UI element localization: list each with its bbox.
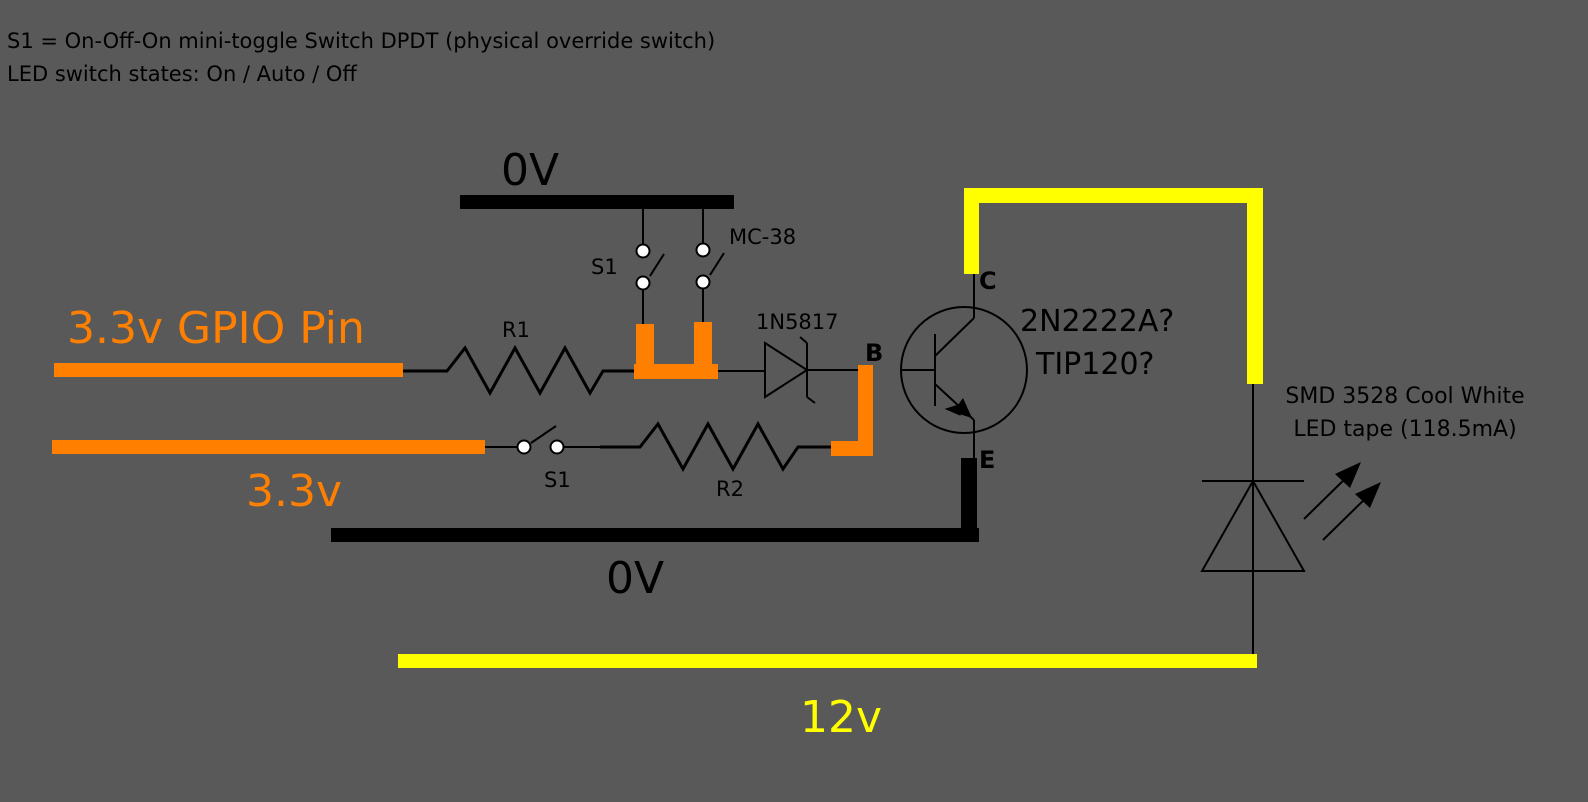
ground-rail-bottom (331, 528, 979, 542)
ground-rail-top (460, 195, 734, 209)
diode-1n5817 (718, 336, 858, 404)
emitter-ground-wire (961, 458, 977, 535)
base-connector (831, 365, 873, 456)
diode-label: 1N5817 (756, 310, 839, 334)
pin-b-label: B (865, 339, 883, 367)
supply-12v-wiring (398, 188, 1263, 668)
ground-top-label: 0V (501, 145, 559, 196)
led-label-1: SMD 3528 Cool White (1285, 384, 1524, 409)
switch-s1-upper (635, 209, 665, 324)
pin-c-label: C (979, 267, 997, 295)
ground-bottom-label: 0V (606, 553, 664, 604)
transistor-npn (900, 274, 1028, 458)
v33-rail (52, 440, 485, 454)
s1-lower-label: S1 (544, 468, 571, 492)
switch-mc38 (695, 209, 725, 322)
v33-label: 3.3v (246, 466, 342, 517)
pin-e-label: E (979, 446, 995, 474)
s1-upper-label: S1 (591, 255, 618, 279)
gpio-pin-label: 3.3v GPIO Pin (67, 303, 365, 354)
led-label-2: LED tape (118.5mA) (1293, 417, 1516, 442)
switch-s1-lower (485, 425, 600, 455)
mc38-label: MC-38 (729, 225, 796, 249)
led-light-arrow-icon (1335, 462, 1381, 508)
transistor-label-1: 2N2222A? (1020, 304, 1174, 339)
gpio-rail (54, 363, 403, 377)
resistor-r2 (600, 420, 831, 473)
supply-12v-label: 12v (800, 692, 882, 743)
resistor-r1 (403, 344, 636, 397)
switch-junction-node (634, 322, 718, 379)
r2-label: R2 (716, 477, 744, 501)
transistor-label-2: TIP120? (1035, 347, 1154, 382)
note-switch-description: S1 = On-Off-On mini-toggle Switch DPDT (… (7, 29, 716, 53)
r1-label: R1 (502, 318, 530, 342)
note-led-states: LED switch states: On / Auto / Off (7, 62, 357, 86)
